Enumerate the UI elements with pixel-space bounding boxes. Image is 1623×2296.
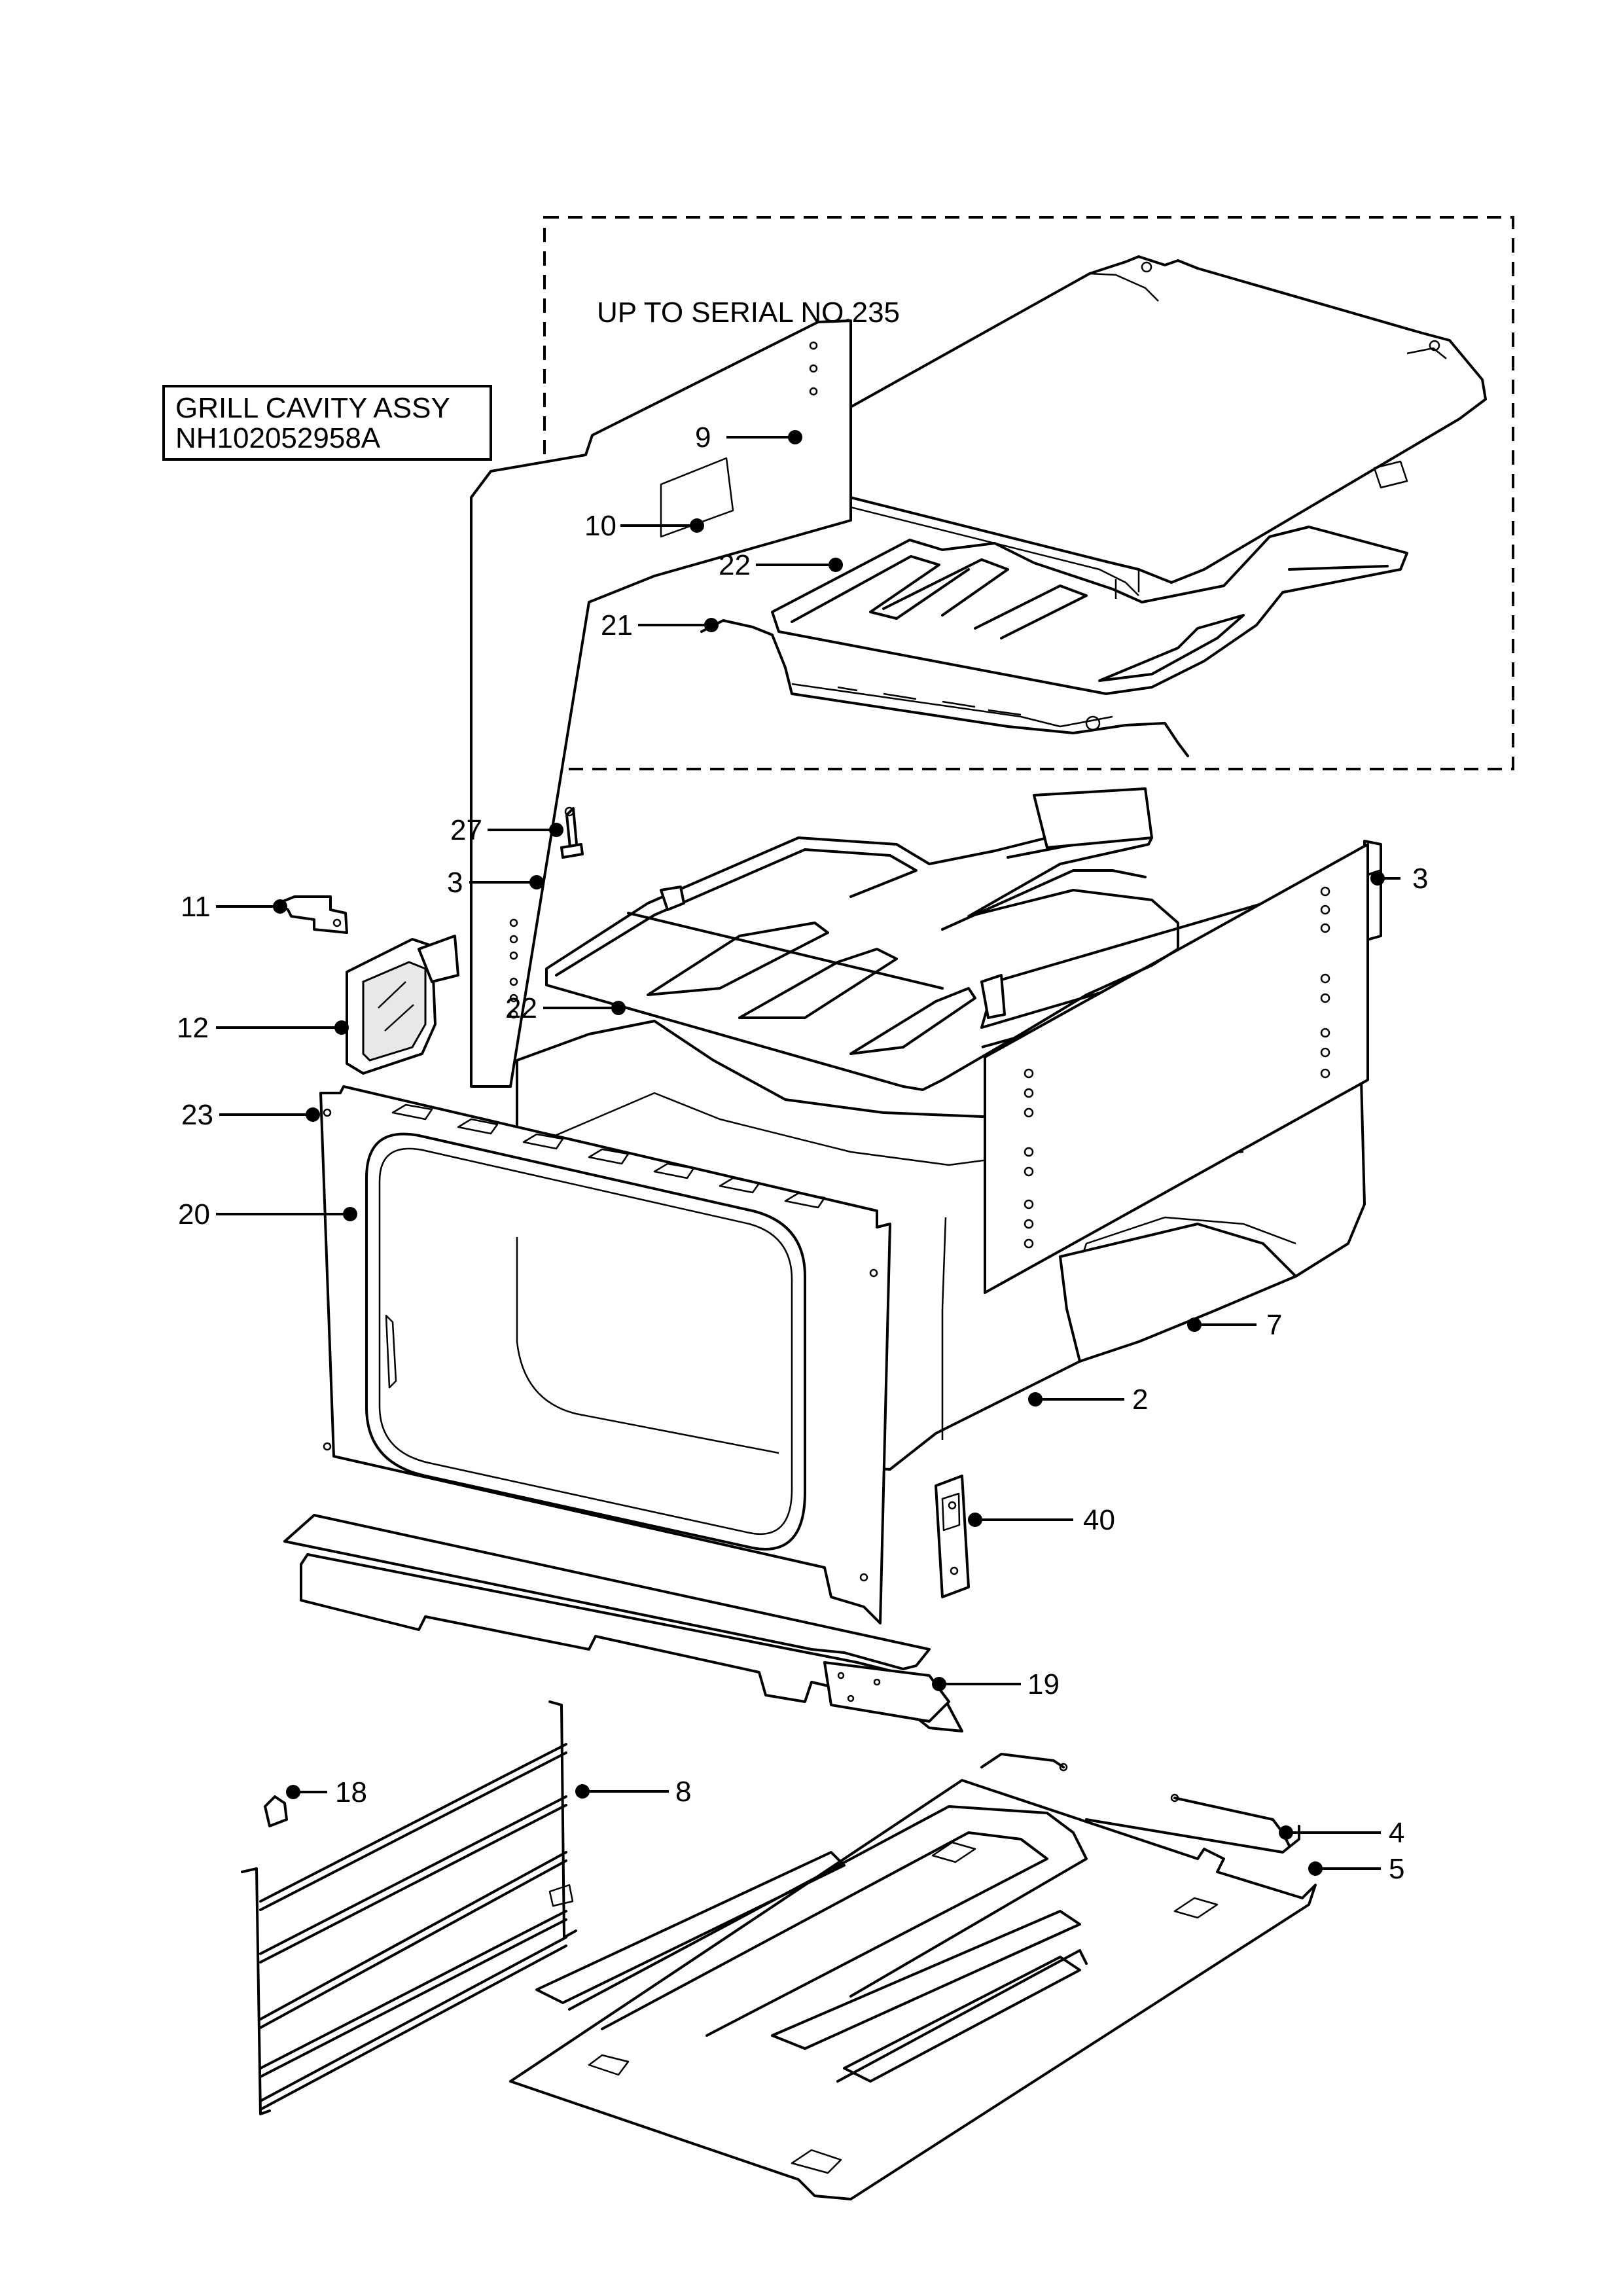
callout-10: 10: [584, 510, 616, 542]
callout-19: 19: [1027, 1668, 1060, 1700]
part-5-base-plate: [509, 1779, 1317, 2200]
part-22-grill-element-upper: [771, 526, 1408, 695]
callout-7: 7: [1266, 1309, 1282, 1341]
part-27-screw: [560, 806, 584, 859]
callout-22-lower: 22: [505, 992, 537, 1024]
callout-dot: [286, 1785, 300, 1799]
part-21-bracket: [700, 619, 1189, 757]
callout-dot: [611, 1001, 626, 1015]
callout-dot: [1028, 1392, 1043, 1407]
assembly-name: GRILL CAVITY ASSY: [175, 392, 450, 424]
callout-11: 11: [181, 891, 211, 923]
callout-dot: [273, 899, 287, 914]
callout-dot: [1370, 871, 1385, 886]
callout-3-right: 3: [1412, 863, 1428, 895]
callout-27: 27: [450, 814, 482, 846]
part-8-shelf-runner: [241, 1700, 577, 2115]
part-11-bracket: [277, 895, 348, 934]
callout-9: 9: [695, 422, 711, 454]
variant-note: UP TO SERIAL NO.235: [597, 296, 900, 329]
callout-dot: [529, 875, 544, 889]
callout-dot: [788, 430, 802, 444]
callout-dot: [549, 823, 563, 837]
callout-2: 2: [1132, 1384, 1148, 1416]
callout-4: 4: [1389, 1817, 1404, 1849]
callout-8: 8: [675, 1776, 691, 1808]
part-3-side-wrap-right: [984, 843, 1369, 1363]
callout-22-upper: 22: [719, 549, 751, 581]
callout-3-left: 3: [447, 867, 463, 899]
callout-21: 21: [601, 609, 633, 641]
callout-23: 23: [181, 1099, 213, 1131]
callout-18: 18: [335, 1776, 367, 1808]
part-3-side-panel-left: [470, 319, 852, 1088]
callout-dot: [690, 518, 704, 533]
callout-dot: [1187, 1318, 1202, 1332]
assembly-code: NH102052958A: [175, 422, 381, 454]
callout-dot: [968, 1513, 982, 1527]
part-40-bracket: [935, 1475, 970, 1598]
part-23-front-panel: [319, 1085, 891, 1624]
callout-dot: [932, 1677, 946, 1691]
callout-40: 40: [1083, 1504, 1115, 1536]
callout-dot: [306, 1107, 320, 1122]
callouts: 9 10 22 21 27 3 3 11 12 22: [177, 422, 1428, 1885]
callout-dot: [334, 1020, 349, 1035]
part-4-base-element: [535, 1753, 1300, 2083]
callout-20: 20: [178, 1198, 210, 1230]
part-22-grill-element-lower: [545, 787, 1179, 1091]
callout-dot: [1279, 1825, 1293, 1840]
callout-5: 5: [1389, 1853, 1404, 1885]
callout-dot: [575, 1784, 590, 1799]
part-20-door-seal: [365, 1132, 806, 1551]
callout-12: 12: [177, 1012, 209, 1044]
callout-dot: [704, 618, 719, 632]
callout-dot: [343, 1207, 357, 1221]
part-19-bottom-bracket: [283, 1514, 963, 1732]
part-9-cover-plate: [725, 255, 1487, 599]
assembly-title-box: GRILL CAVITY ASSY NH102052958A: [162, 385, 492, 461]
part-12-lamp-assembly: [346, 935, 459, 1075]
part-18-clip: [264, 1795, 288, 1827]
callout-dot: [829, 558, 843, 572]
callout-dot: [1308, 1861, 1323, 1876]
